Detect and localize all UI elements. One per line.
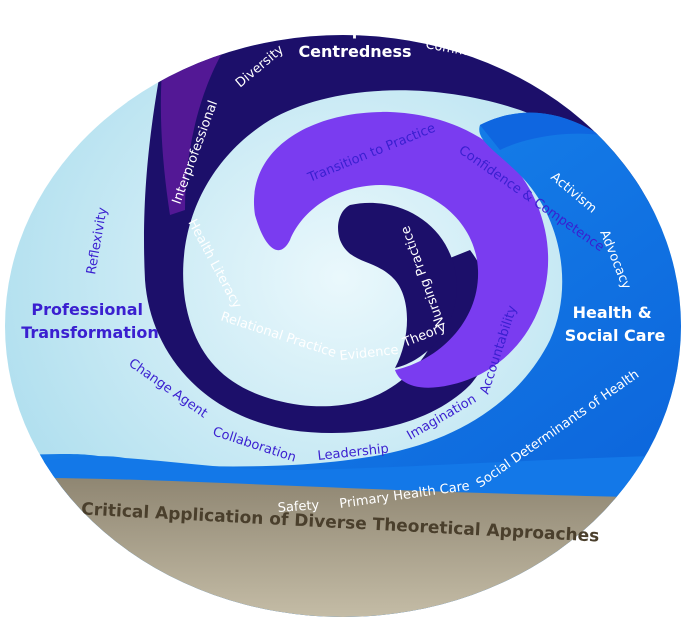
- heading-health-line1: Health &: [573, 303, 652, 322]
- label-leadership: Leadership: [317, 442, 390, 464]
- label-safety: Safety: [277, 498, 320, 516]
- heading-health-line2: Social Care: [565, 326, 666, 345]
- heading-professional: Professional Transformation: [21, 300, 159, 342]
- heading-people-line1: People-: [318, 20, 386, 39]
- violet-swirl: [253, 111, 549, 388]
- heading-health: Health & Social Care: [565, 303, 666, 345]
- label-evidence: Evidence: [339, 343, 399, 364]
- heading-people-line2: Centredness: [298, 42, 411, 61]
- heading-people: People- Centredness: [298, 20, 411, 61]
- wave-crest: [480, 112, 600, 150]
- heading-professional-line1: Professional: [31, 300, 143, 319]
- navy-purple-edge: [160, 35, 240, 215]
- heading-professional-line2: Transformation: [21, 323, 159, 342]
- navy-core: [338, 202, 457, 368]
